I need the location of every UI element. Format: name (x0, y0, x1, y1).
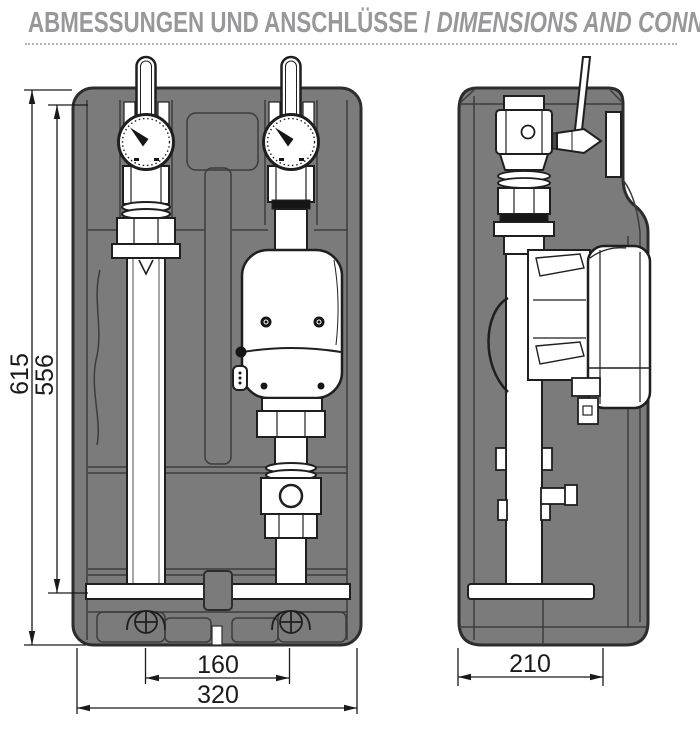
shell-seams-side (459, 89, 648, 645)
pump-vent-knob (235, 346, 247, 358)
bottom-connection-bar-side (467, 583, 595, 600)
lever-grip-slot (605, 111, 622, 178)
dimension-label-210: 210 (509, 650, 551, 678)
dotted-divider (25, 43, 677, 45)
check-valve-port (278, 483, 304, 509)
side-pipe-column (493, 95, 555, 585)
return-pipe-column (267, 165, 315, 254)
thermometer-gauge-left (117, 113, 175, 171)
dimension-210 (457, 648, 604, 686)
title-english: DIMENSIONS AND CONNECTIONS (436, 7, 700, 39)
front-view-drawing (71, 55, 363, 647)
mount-screw-right (271, 610, 311, 634)
drain-valve (540, 487, 568, 505)
supply-pipe-column (111, 165, 181, 587)
side-pipe-fittings (495, 447, 578, 521)
gauge-needle (130, 127, 149, 147)
pump-side (487, 244, 652, 425)
dimension-label-615: 615 (6, 353, 34, 395)
mount-screw-left (126, 610, 166, 634)
dimension-615 (24, 89, 86, 646)
dimension-160 (144, 648, 291, 684)
pump-volute-outline (487, 296, 509, 393)
dimension-label-320: 320 (197, 681, 239, 709)
title-german: ABMESSUNGEN UND ANSCHLÜSSE (28, 7, 418, 39)
page-title: ABMESSUNGEN UND ANSCHLÜSSE / DIMENSIONS … (28, 7, 700, 40)
dimension-556 (48, 104, 88, 594)
flow-direction-mark (138, 259, 154, 276)
dimension-320 (76, 648, 358, 714)
dimension-label-556: 556 (31, 354, 59, 396)
pump-terminal-box (571, 377, 601, 397)
gauge-needle (275, 127, 294, 147)
pump-front (232, 248, 344, 400)
thermometer-gauge-right (262, 113, 320, 171)
title-separator: / (417, 7, 437, 39)
side-view-drawing (457, 56, 652, 647)
pump-screw (313, 316, 325, 328)
center-divider-foot (203, 570, 233, 611)
pump-screw (260, 316, 272, 328)
dimension-label-160: 160 (197, 651, 239, 679)
shell-split-gap (211, 625, 223, 646)
